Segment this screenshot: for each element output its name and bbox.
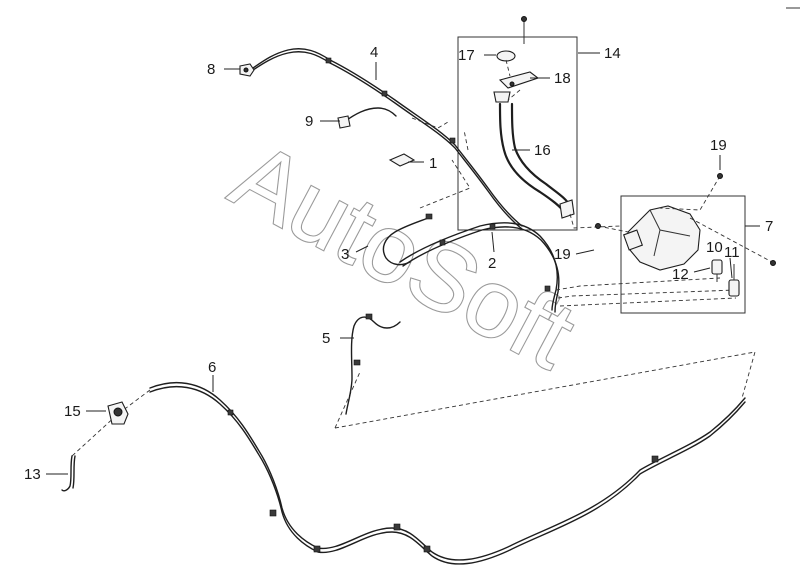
callout-5: 5 [322,330,330,347]
dashed-link [597,225,629,233]
clip [381,90,388,97]
reservoir-assembly-box [620,195,746,314]
hose-3 [382,213,433,266]
dashed-link [71,389,151,457]
callout-9: 9 [305,113,313,130]
clip [269,509,277,517]
callout-1: 1 [429,155,437,172]
clip [489,223,496,230]
callout-11: 11 [724,244,740,261]
callout-12: 12 [672,266,689,283]
connector-8 [239,63,255,77]
callout-14: 14 [604,45,621,62]
reservoir-10 [622,205,701,271]
region-outline [334,351,756,429]
callout-16: 16 [534,142,551,159]
clip [425,213,433,220]
dashed-link [659,175,721,211]
dashed-link [559,297,737,307]
filler-assembly-box [457,36,578,231]
dashed-link [419,159,471,209]
dashed-link [505,59,511,77]
hose-5 [345,313,401,415]
pad-1 [388,153,416,167]
clip [651,455,659,463]
clip [393,523,401,531]
clip [227,409,234,416]
clip [449,137,456,144]
clip [423,545,431,553]
callout-15: 15 [64,403,81,420]
region-outline-2 [334,371,361,429]
hose-6 [149,381,746,565]
hose-2 [399,222,560,313]
callout-13: 13 [24,466,41,483]
callout-19-middle: 19 [554,246,571,263]
clip [313,545,321,553]
dashed-link [507,89,521,101]
callout-3: 3 [341,246,349,263]
dashed-link [689,217,773,263]
dashed-link [463,129,469,151]
bolt-19 [717,173,723,179]
bolt [770,260,776,266]
hose-13 [61,455,76,492]
callout-18: 18 [554,70,571,87]
hose-4 [249,48,523,230]
leader-lines [46,52,760,475]
callout-10: 10 [706,239,723,256]
clip [365,313,373,320]
callout-19-top: 19 [710,137,727,154]
callout-4: 4 [370,44,378,61]
callout-8: 8 [207,61,215,78]
callout-2: 2 [488,255,496,272]
dashed-link [569,213,621,229]
clip [353,359,361,366]
callout-7: 7 [765,218,773,235]
callout-17: 17 [458,47,475,64]
callout-6: 6 [208,359,216,376]
filler-17-18-16 [493,16,575,219]
nozzle-15 [107,401,129,425]
dashed-link [555,277,721,291]
dashed-link [557,289,737,299]
dashed-link [411,117,449,129]
pump-12 [711,259,723,282]
pump-11 [728,264,740,297]
clip [544,285,551,292]
hose-9 [337,107,397,129]
bolt-19 [595,223,601,229]
clip [439,239,446,246]
clip [325,57,332,64]
